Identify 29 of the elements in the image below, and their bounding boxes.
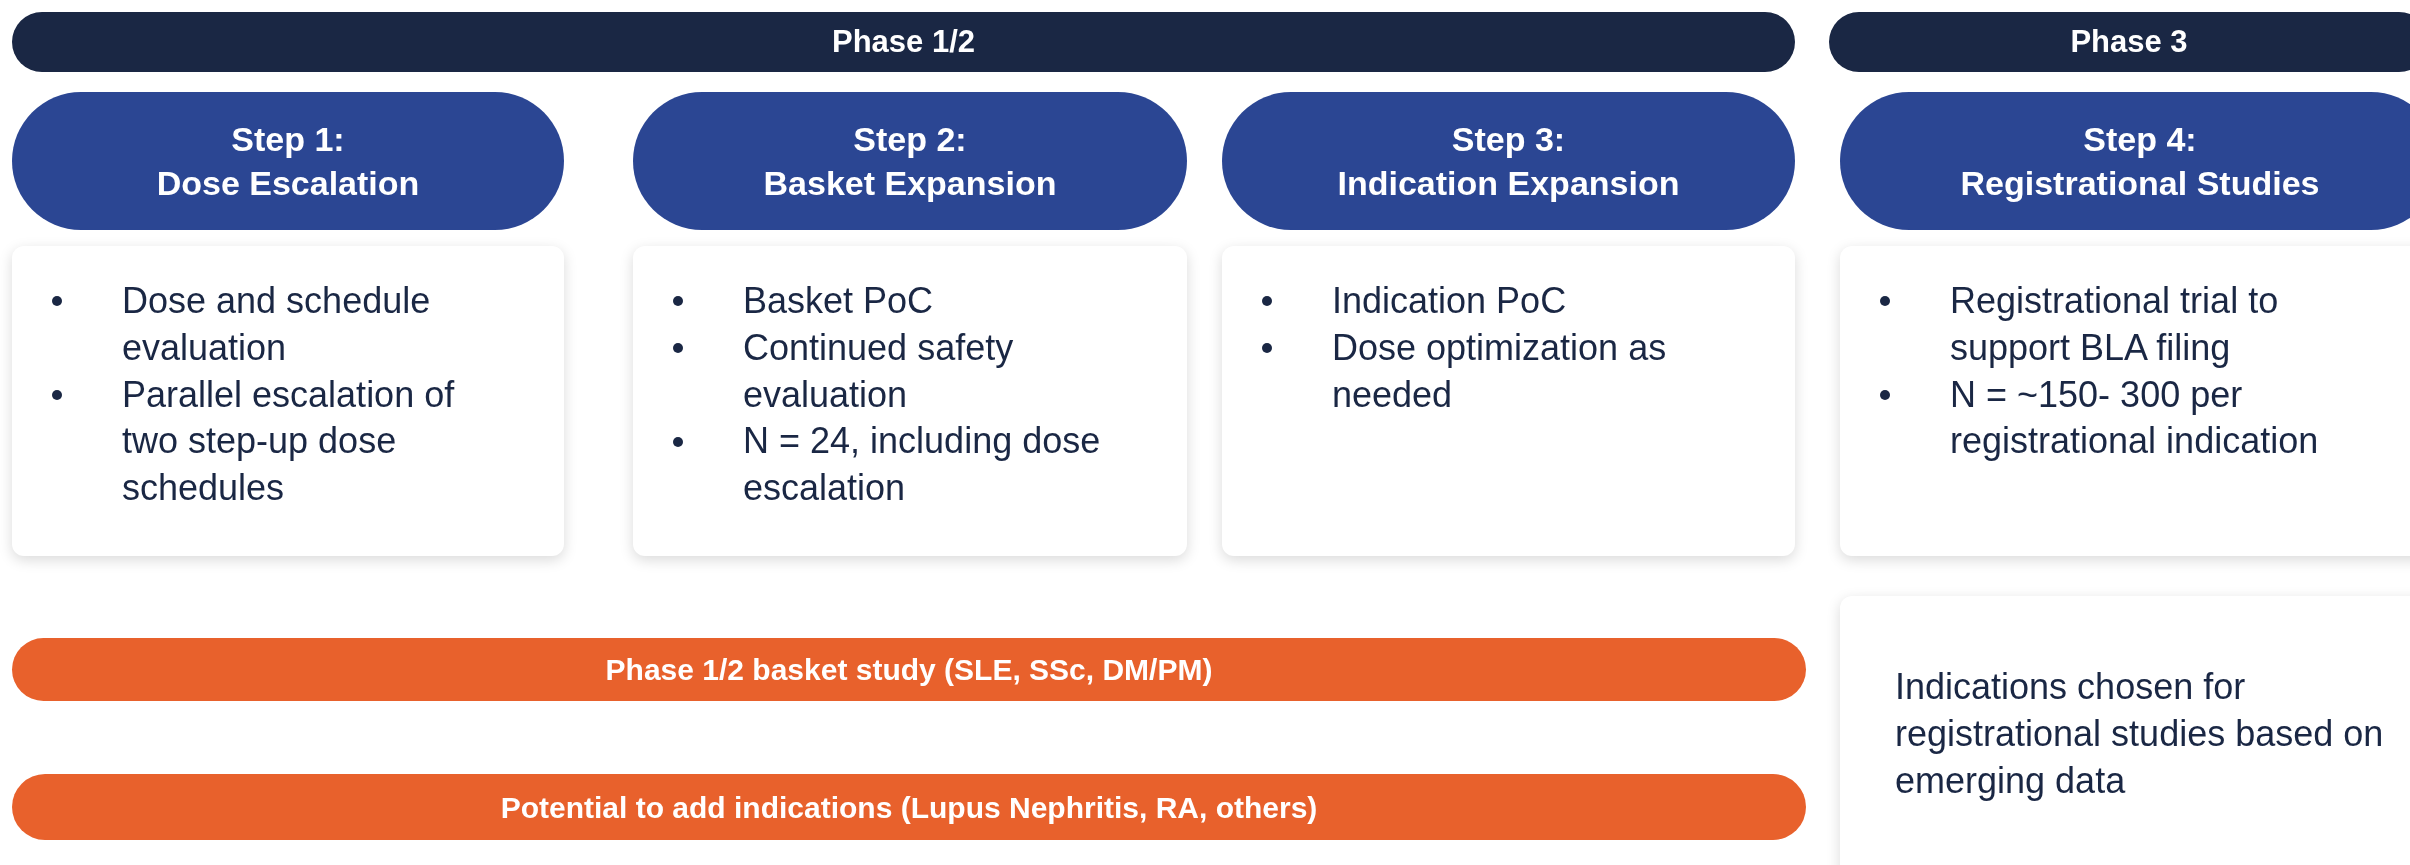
phase-banner	[12, 12, 1795, 72]
bullet-text: Basket PoC	[743, 279, 934, 323]
info-card	[12, 246, 564, 556]
step-number: Step 1:	[231, 118, 345, 160]
bullet-text: Indication PoC	[1332, 279, 1567, 323]
step-pill	[1840, 92, 2410, 230]
info-card	[1222, 246, 1795, 556]
label-text: Phase 3	[2070, 22, 2188, 61]
bullet-text: N = ~150- 300 per registrational indication	[1950, 372, 2320, 464]
label-text: Phase 1/2	[831, 22, 975, 61]
bullet-text: Dose and schedule evaluation	[122, 279, 432, 370]
info-card	[633, 246, 1187, 556]
bullet-text: Continued safety evaluation	[743, 325, 1015, 417]
bullet-text: N = 24, including dose escalation	[743, 419, 1102, 511]
bullet-text: Registrational trial to support BLA filing	[1950, 279, 2280, 370]
bullet-text: Parallel escalation of two step-up dose schedules	[122, 372, 456, 511]
label-text: Indications chosen for registrational studies based on emerging data	[1895, 665, 2385, 803]
step-number: Step 4:	[2083, 118, 2197, 160]
step-title: Indication Expansion	[1337, 163, 1680, 204]
label-text: Potential to add indications (Lupus Nephritis, RA, others)	[500, 789, 1318, 826]
phase-banner	[1829, 12, 2410, 72]
step-title: Registrational Studies	[1960, 163, 2320, 204]
info-card	[1840, 246, 2410, 556]
step-number: Step 2:	[853, 118, 967, 160]
bullet-text: Dose optimization as needed	[1332, 325, 1668, 417]
step-title: Dose Escalation	[156, 163, 420, 204]
step-title: Basket Expansion	[763, 163, 1057, 204]
label-text: Phase 1/2 basket study (SLE, SSc, DM/PM)	[605, 652, 1213, 688]
step-number: Step 3:	[1451, 118, 1566, 160]
